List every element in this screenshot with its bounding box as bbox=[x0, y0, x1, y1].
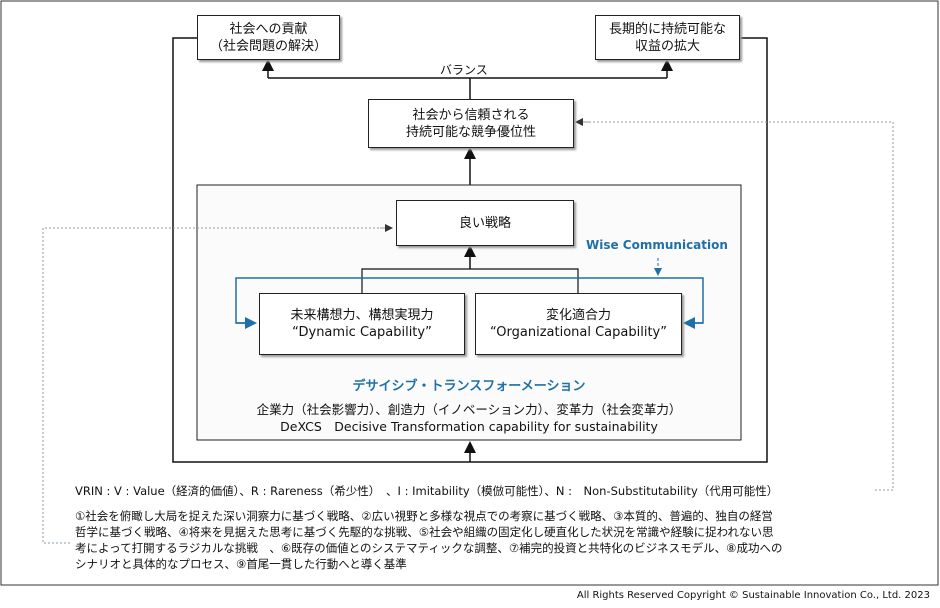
criteria-line: 哲学に基づく戦略、④将来を見据えた思考に基づく先駆的な挑戦、⑤社会や組織の固定化… bbox=[75, 525, 774, 539]
criteria-link bbox=[42, 227, 390, 544]
label: 変化適合力 bbox=[545, 308, 611, 323]
criteria-line: 考によって打開するラジカルな挑戦 、⑥既存の価値とのシステマティックな調整、⑦補… bbox=[75, 541, 783, 555]
vrin-link bbox=[578, 121, 894, 491]
criteria-line: シナリオと具体的なプロセス、⑨首尾一貫した行動へと導く基準 bbox=[75, 557, 407, 571]
criteria-text: ①社会を俯瞰し大局を捉えた深い洞察力に基づく戦略、②広い視野と多様な視点での考察… bbox=[75, 508, 782, 572]
label: “Dynamic Capability” bbox=[292, 325, 432, 340]
vrin-text: VRIN : V : Value（経済的価値）、R : Rareness（希少性… bbox=[75, 484, 779, 498]
organizational-capability-box: 変化適合力 “Organizational Capability” bbox=[475, 293, 682, 355]
label: “Organizational Capability” bbox=[490, 325, 667, 340]
competitive-advantage-box: 社会から信頼される 持続可能な競争優位性 bbox=[368, 99, 574, 148]
copyright: All Rights Reserved Copyright © Sustaina… bbox=[576, 590, 930, 601]
label: 収益の拡大 bbox=[634, 38, 700, 54]
label: 社会から信頼される bbox=[412, 107, 530, 123]
sustainable-profit-box: 長期的に持続可能な 収益の拡大 bbox=[595, 15, 740, 60]
balance-label: バランス bbox=[440, 63, 488, 77]
criteria-line: ①社会を俯瞰し大局を捉えた深い洞察力に基づく戦略、②広い視野と多様な視点での考察… bbox=[75, 509, 773, 523]
wise-communication-label: Wise Communication bbox=[586, 238, 728, 252]
society-contribution-box: 社会への貢献 （社会問題の解決） bbox=[197, 15, 340, 60]
label: 未来構想力、構想実現力 bbox=[290, 308, 434, 323]
label: （社会問題の解決） bbox=[209, 38, 327, 54]
transformation-title: デサイシブ・トランスフォーメーション bbox=[352, 379, 586, 394]
outer-border bbox=[0, 0, 939, 586]
good-strategy-box: 良い戦略 bbox=[396, 200, 574, 246]
dynamic-capability-box: 未来構想力、構想実現力 “Dynamic Capability” bbox=[259, 293, 465, 355]
transformation-line2: DeXCS Decisive Transformation capability… bbox=[280, 419, 658, 434]
label: 社会への貢献 bbox=[229, 21, 308, 37]
label: 持続可能な競争優位性 bbox=[405, 124, 536, 140]
label: 長期的に持続可能な bbox=[608, 21, 726, 37]
transformation-line1: 企業力（社会影響力）、創造力（イノベーション力）、変革力（社会変革力） bbox=[256, 402, 682, 417]
